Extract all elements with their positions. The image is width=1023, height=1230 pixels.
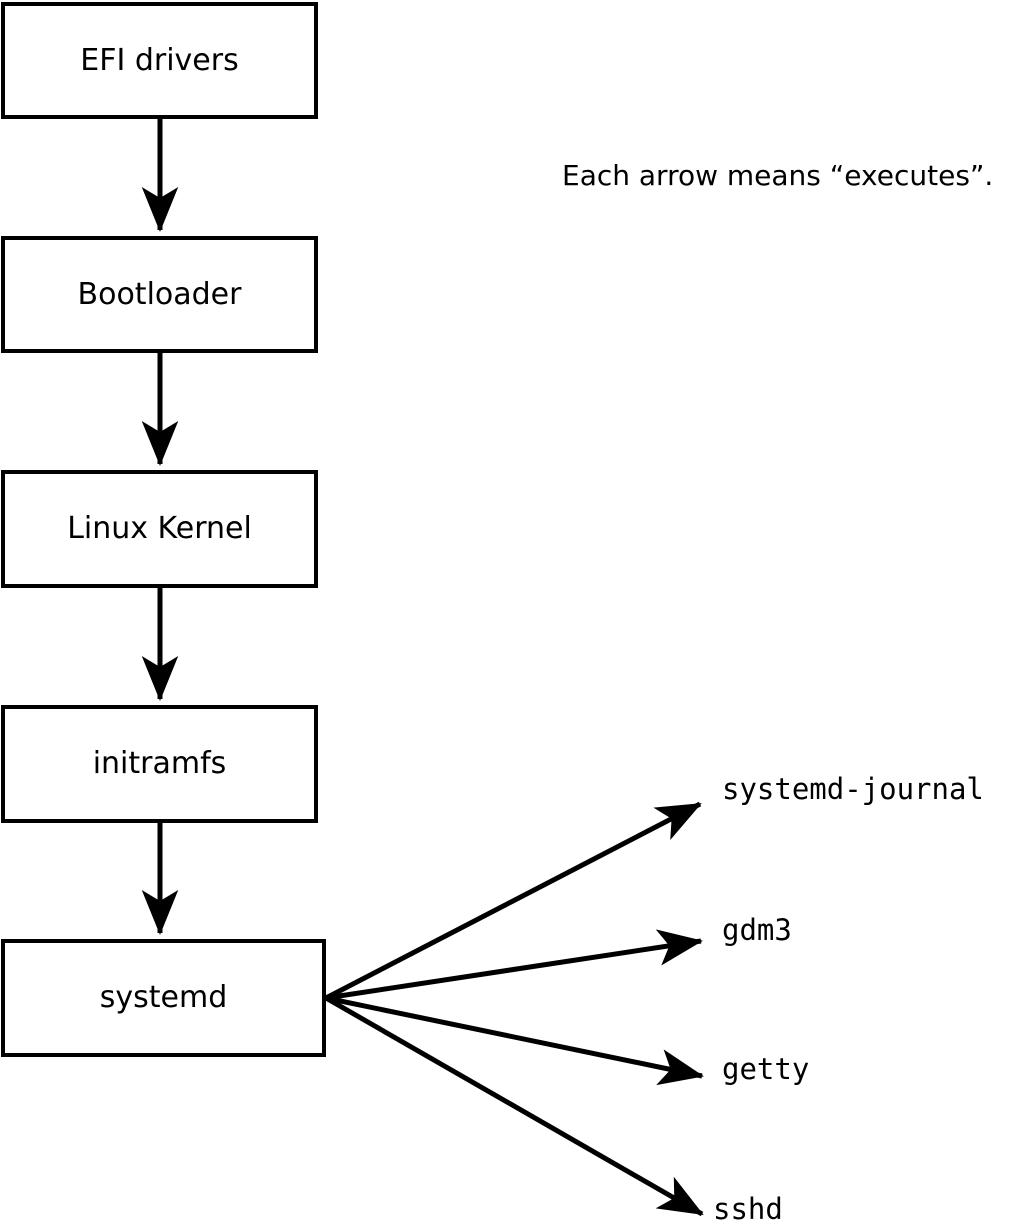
stage-label-efi-drivers: EFI drivers — [80, 42, 239, 78]
service-label-getty: getty — [722, 1052, 810, 1086]
service-label-systemd-journal: systemd-journal — [722, 772, 984, 806]
stage-label-linux-kernel: Linux Kernel — [67, 511, 252, 546]
stage-label-systemd: systemd — [99, 980, 228, 1015]
stage-label-initramfs: initramfs — [92, 746, 227, 781]
stage-box-efi-drivers[interactable]: EFI drivers — [1, 2, 318, 119]
arrow-systemd-to-sshd — [324, 995, 704, 1217]
diagram-caption: Each arrow means “executes”. — [562, 159, 994, 192]
arrow-systemd-to-getty — [325, 995, 704, 1086]
stage-box-bootloader[interactable]: Bootloader — [1, 236, 318, 353]
service-label-gdm3: gdm3 — [722, 913, 792, 947]
stage-box-linux-kernel[interactable]: Linux Kernel — [1, 470, 318, 588]
arrow-systemd-to-gdm3 — [325, 929, 703, 1001]
stage-label-bootloader: Bootloader — [77, 276, 242, 312]
stage-box-initramfs[interactable]: initramfs — [1, 705, 318, 823]
service-label-sshd: sshd — [713, 1192, 783, 1226]
stage-box-systemd[interactable]: systemd — [1, 939, 326, 1057]
arrow-systemd-to-systemd-journal — [324, 801, 702, 1001]
